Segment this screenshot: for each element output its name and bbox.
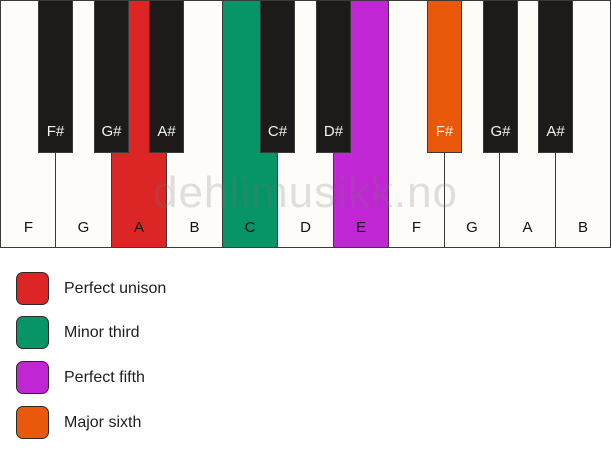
black-key-f-sharp: F# bbox=[38, 0, 73, 153]
key-label: B bbox=[577, 219, 588, 236]
black-key-f-sharp-highlighted: F# bbox=[427, 0, 462, 153]
black-key-a-sharp: A# bbox=[149, 0, 184, 153]
key-label: G bbox=[77, 219, 90, 236]
key-label: F# bbox=[435, 123, 454, 140]
black-key-d-sharp: D# bbox=[316, 0, 351, 153]
key-label: B bbox=[189, 219, 200, 236]
legend-label: Major sixth bbox=[64, 414, 142, 431]
key-label: F bbox=[23, 219, 34, 236]
color-swatch bbox=[16, 361, 49, 394]
key-label: F# bbox=[46, 123, 65, 140]
black-key-g-sharp: G# bbox=[483, 0, 518, 153]
key-label: C# bbox=[267, 123, 288, 140]
key-label: A bbox=[522, 219, 533, 236]
black-key-a-sharp: A# bbox=[538, 0, 573, 153]
legend-item-perfect-unison: Perfect unison bbox=[16, 272, 316, 306]
key-label: A# bbox=[157, 123, 176, 140]
legend-item-minor-third: Minor third bbox=[16, 316, 316, 350]
key-label: G bbox=[466, 219, 478, 236]
legend-label: Perfect unison bbox=[64, 280, 167, 297]
black-key-c-sharp: C# bbox=[260, 0, 295, 153]
key-label: D bbox=[300, 219, 311, 236]
key-label: E bbox=[355, 219, 366, 236]
legend-item-perfect-fifth: Perfect fifth bbox=[16, 361, 316, 395]
key-label: G# bbox=[101, 123, 122, 140]
black-key-g-sharp: G# bbox=[94, 0, 129, 153]
legend-label: Minor third bbox=[64, 324, 140, 341]
key-label: A bbox=[133, 219, 144, 236]
color-swatch bbox=[16, 406, 49, 439]
color-swatch bbox=[16, 272, 49, 305]
key-label: D# bbox=[323, 123, 344, 140]
piano-keyboard: F G A B C D E F G A B dehlimusikk.no F# … bbox=[0, 0, 611, 248]
key-label: C bbox=[244, 219, 256, 236]
key-label: A# bbox=[546, 123, 565, 140]
legend-label: Perfect fifth bbox=[64, 369, 145, 386]
key-label: G# bbox=[490, 123, 511, 140]
color-swatch bbox=[16, 316, 49, 349]
key-label: F bbox=[411, 219, 422, 236]
legend-item-major-sixth: Major sixth bbox=[16, 406, 316, 440]
